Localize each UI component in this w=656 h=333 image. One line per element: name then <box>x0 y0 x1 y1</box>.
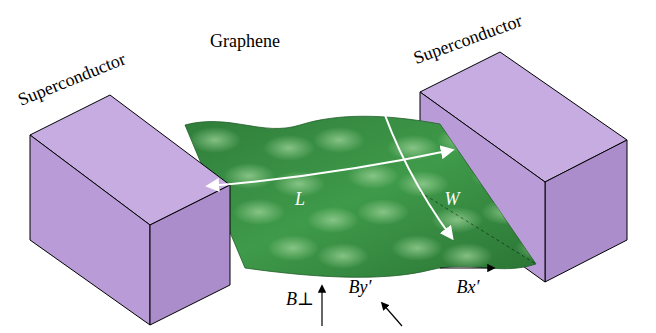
sheet-ripple <box>347 163 399 189</box>
sheet-ripple <box>471 163 523 189</box>
field-arrow <box>321 286 322 326</box>
sheet-ripple <box>267 235 319 261</box>
sheet-ripple <box>481 199 533 225</box>
field-label: B⊥ <box>286 290 314 310</box>
sheet-ripple <box>189 127 241 153</box>
sheet-ripple <box>357 199 409 225</box>
sheet-ripple <box>263 135 315 161</box>
graphene-sheet <box>185 116 567 277</box>
dimension-label: W <box>445 190 460 210</box>
field-label: Bx′ <box>457 278 480 298</box>
hidden-edge <box>420 192 536 264</box>
dimension-label: L <box>295 190 305 210</box>
sheet-ripple <box>317 243 369 269</box>
width-arrow <box>378 95 452 238</box>
sheet-ripple <box>441 243 493 269</box>
material-label: Graphene <box>210 32 280 52</box>
sheet-ripple <box>391 235 443 261</box>
sheet-ripple <box>515 235 567 261</box>
sheet-ripple <box>233 199 285 225</box>
field-label: By′ <box>349 278 372 298</box>
field-arrow <box>440 267 494 268</box>
sheet-ripple <box>307 207 359 233</box>
sheet-ripple <box>313 127 365 153</box>
superconductor-block <box>30 95 230 325</box>
sheet-ripple <box>437 127 489 153</box>
field-arrow <box>382 303 402 326</box>
